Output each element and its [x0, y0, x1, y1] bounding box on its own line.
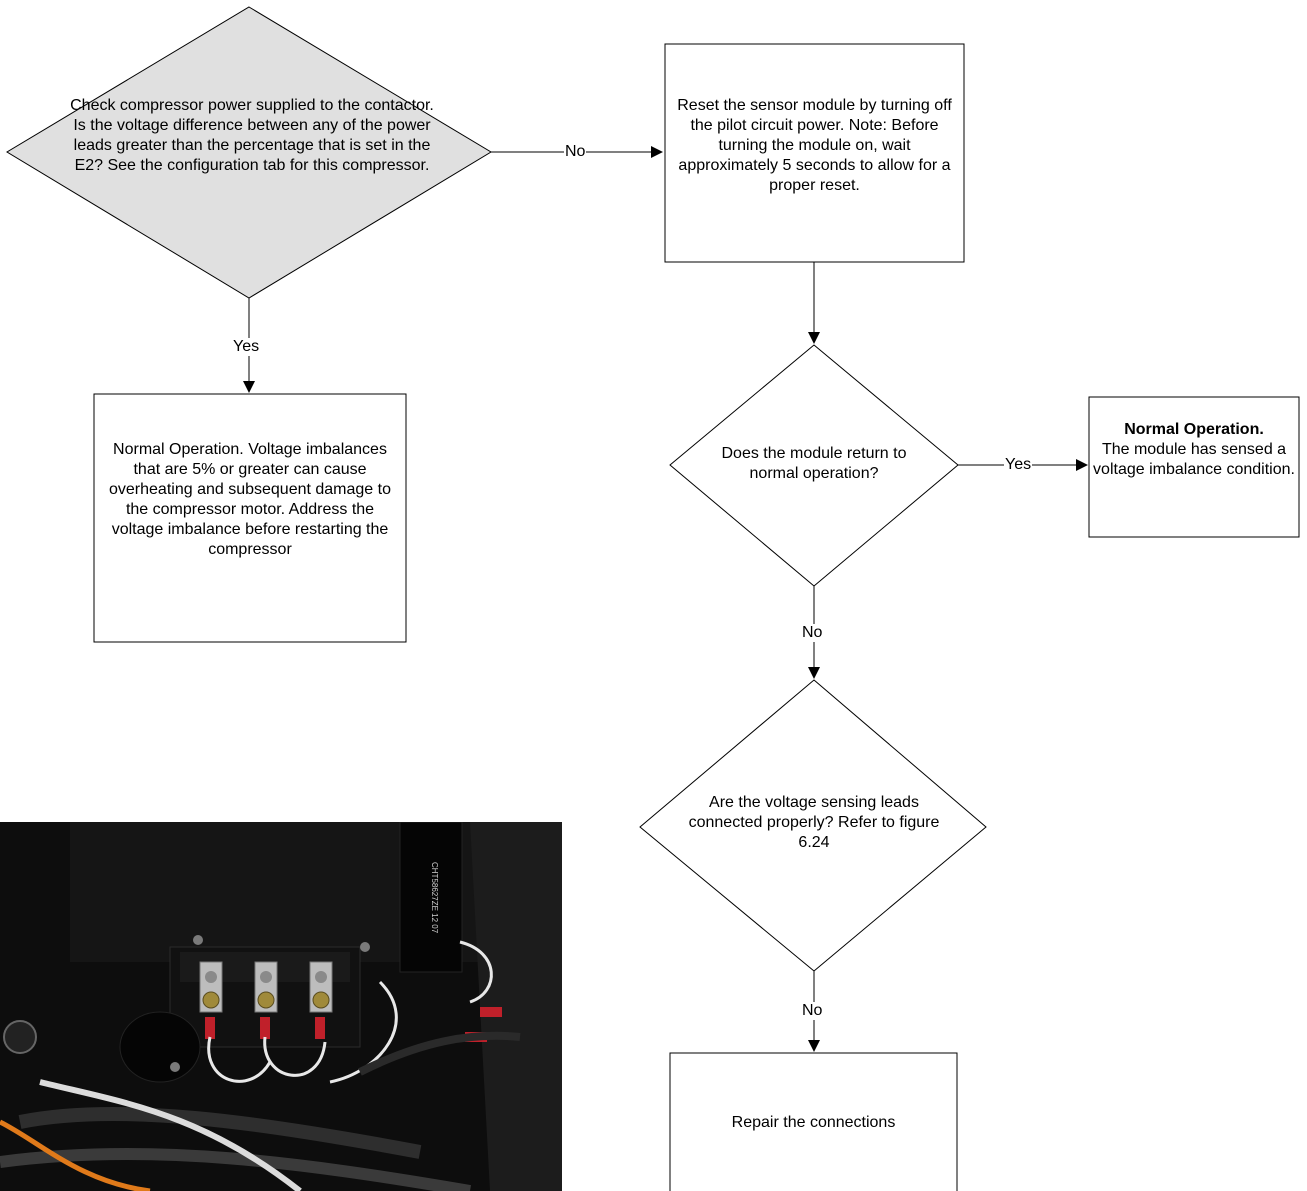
contactor-photo-drawing: CHT58627ZE 12 07	[0, 822, 562, 1191]
box-normal-operation-sensed-title: Normal Operation.	[1124, 421, 1264, 438]
diamond-sensing-leads-text: Are the voltage sensing leads connected …	[688, 794, 940, 851]
edge-label-yes-1: Yes	[232, 338, 261, 356]
box-reset-sensor-shape	[664, 43, 965, 263]
edge-label-no-2: No	[801, 624, 824, 642]
box-normal-operation-shape	[93, 393, 407, 643]
ct-label: CHT58627ZE 12 07	[430, 862, 439, 934]
box-reset-sensor-text: Reset the sensor module by turning off t…	[677, 97, 952, 194]
box-normal-operation-sensed-text: The module has sensed a voltage imbalanc…	[1093, 441, 1295, 478]
diamond-check-power-text: Check compressor power supplied to the c…	[70, 97, 434, 174]
diamond-module-return-text: Does the module return to normal operati…	[721, 445, 907, 482]
contactor-photo: CHT58627ZE 12 07	[0, 822, 562, 1191]
box-repair-connections-shape	[669, 1052, 958, 1191]
edge-label-no-3: No	[801, 1002, 824, 1020]
edge-label-no-1: No	[564, 143, 587, 161]
box-repair-connections-text: Repair the connections	[731, 1114, 896, 1131]
box-normal-operation-sensed-shape	[1088, 396, 1300, 538]
box-normal-operation-sensed: Normal Operation. The module has sensed …	[1093, 420, 1295, 480]
edge-label-yes-2: Yes	[1004, 456, 1033, 474]
box-normal-operation-text: Normal Operation. Voltage imbalances tha…	[109, 441, 391, 558]
